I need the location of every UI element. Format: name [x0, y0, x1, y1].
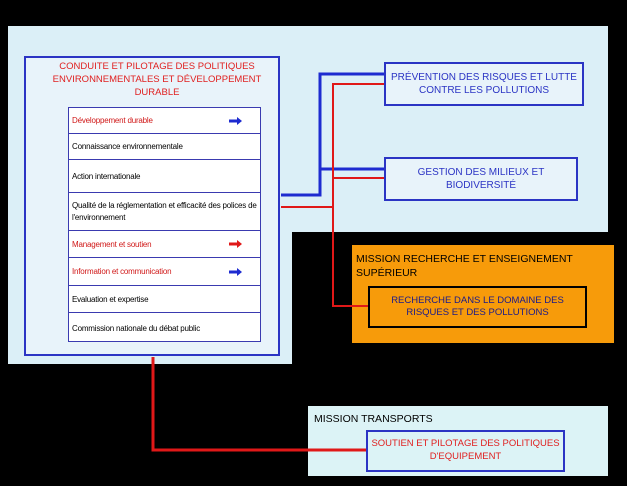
prevention-risques-label: PRÉVENTION DES RISQUES ET LUTTE CONTRE L…	[391, 71, 577, 97]
red-arrow-icon	[229, 240, 242, 248]
list-item: Management et soutien	[69, 231, 260, 258]
list-item: Action internationale	[69, 160, 260, 193]
list-item-label: Connaissance environnementale	[72, 142, 183, 151]
transports-program-label: SOUTIEN ET PILOTAGE DES POLITIQUES D'EQU…	[371, 438, 560, 462]
prevention-risques-box: PRÉVENTION DES RISQUES ET LUTTE CONTRE L…	[384, 62, 584, 106]
list-item-label: Evaluation et expertise	[72, 294, 149, 304]
list-item-label: Action internationale	[72, 171, 141, 181]
red-link-to-recherche	[332, 207, 368, 307]
gestion-milieux-label: GESTION DES MILIEUX ET BIODIVERSITÉ	[417, 166, 545, 192]
list-item: Commission nationale du débat public	[69, 313, 260, 343]
mission-transports-title: MISSION TRANSPORTS	[314, 413, 433, 425]
list-item: Développement durable	[69, 108, 260, 134]
list-item-label: Qualité de la réglementation et efficaci…	[72, 201, 257, 222]
transports-program-box: SOUTIEN ET PILOTAGE DES POLITIQUES D'EQU…	[366, 430, 565, 472]
red-link-to-prevention	[281, 83, 384, 208]
recherche-program-box: RECHERCHE DANS LE DOMAINE DES RISQUES ET…	[368, 286, 587, 328]
list-item: Evaluation et expertise	[69, 286, 260, 313]
recherche-program-label: RECHERCHE DANS LE DOMAINE DES RISQUES ET…	[391, 294, 564, 318]
list-item-label: Développement durable	[72, 116, 153, 125]
mission-recherche-title: MISSION RECHERCHE ET ENSEIGNEMENT SUPÉRI…	[356, 253, 573, 279]
gestion-milieux-box: GESTION DES MILIEUX ET BIODIVERSITÉ	[384, 157, 578, 201]
blue-arrow-icon	[229, 116, 242, 125]
list-item: Information et communication	[69, 258, 260, 286]
list-item-label: Management et soutien	[72, 239, 152, 249]
main-program-title: CONDUITE ET PILOTAGE DES POLITIQUES ENVI…	[52, 61, 262, 98]
list-item: Connaissance environnementale	[69, 134, 260, 160]
red-link-to-transports	[151, 357, 366, 452]
list-item-label: Commission nationale du débat public	[72, 323, 200, 333]
list-item-label: Information et communication	[72, 267, 172, 276]
blue-link-to-prevention	[281, 72, 384, 197]
action-list: Développement durable Connaissance envir…	[68, 107, 261, 342]
list-item: Qualité de la réglementation et efficaci…	[69, 193, 260, 231]
blue-arrow-icon	[229, 267, 242, 276]
